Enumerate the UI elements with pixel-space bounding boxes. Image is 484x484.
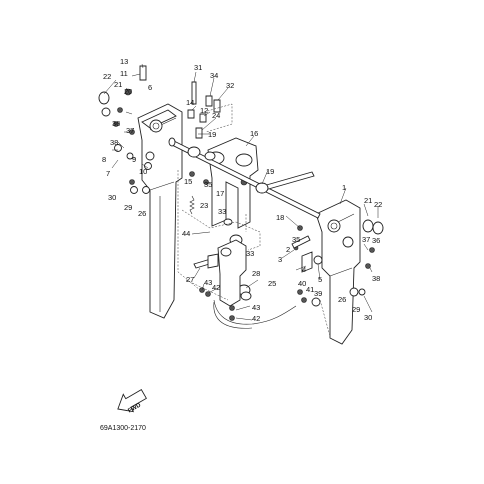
callout-29-left: 29 [124,203,132,212]
callout-26-right: 26 [338,295,346,304]
callout-39: 39 [314,289,322,298]
callout-7: 7 [106,169,110,178]
callout-21: 21 [114,80,122,89]
callout-41: 41 [306,285,314,294]
callout-29-right: 29 [352,305,360,314]
callout-30-right: 30 [364,313,372,322]
callout-38: 38 [110,138,118,147]
callout-24: 24 [212,111,220,120]
callout-42-upper: 42 [212,283,220,292]
callout-37-right: 37 [362,235,370,244]
callout-43-lower: 43 [252,303,260,312]
callout-25: 25 [268,279,276,288]
callout-38-right: 38 [372,274,380,283]
callout-36-right: 36 [372,236,380,245]
callout-23: 23 [200,201,208,210]
callout-18: 18 [276,213,284,222]
callout-10: 10 [139,167,147,176]
callout-26-left: 26 [138,209,146,218]
callout-19-right: 19 [266,167,274,176]
callout-16: 16 [250,129,258,138]
callout-37: 37 [126,126,134,135]
callout-22: 22 [103,72,111,81]
callout-30-left: 30 [108,193,116,202]
guide-lines [177,103,331,337]
callout-33-bottom: 33 [246,249,254,258]
catalog-code: 69A1300-2170 [100,425,146,432]
callout-36: 36 [112,119,120,128]
callout-35-top: 35 [204,180,212,189]
callout-12: 12 [200,106,208,115]
hose-line [213,299,297,329]
damper-unit [217,218,247,307]
callout-17: 17 [216,189,224,198]
bushings [98,91,384,301]
callout-5: 5 [318,275,322,284]
callout-31: 31 [194,63,202,72]
left-clamp-bracket [137,103,183,319]
callout-9: 9 [132,155,136,164]
callout-8: 8 [102,155,106,164]
callout-labels: 13 11 22 21 20 6 36 37 38 8 9 7 10 30 29… [102,57,382,323]
callout-11: 11 [120,69,128,78]
spring-and-rod [189,195,219,269]
callout-43-upper: 43 [204,278,212,287]
callout-22-right: 22 [374,200,382,209]
callout-6: 6 [148,83,152,92]
callout-33-top: 33 [218,207,226,216]
leader-lines [103,63,379,321]
callout-44: 44 [182,229,190,238]
callout-27: 27 [186,275,194,284]
stopper-pieces [291,235,313,273]
right-clamp-bracket [315,199,361,345]
callout-14: 14 [186,98,194,107]
callout-1: 1 [342,183,346,192]
fwd-arrow-icon: FWD [117,389,147,415]
callout-2: 2 [286,245,290,254]
callout-4: 4 [302,265,306,274]
callout-19-top: 19 [208,130,216,139]
callout-42-lower: 42 [252,314,260,323]
callout-35-right: 35 [292,235,300,244]
callout-13: 13 [120,57,128,66]
callout-28: 28 [252,269,260,278]
callout-34: 34 [210,71,218,80]
callout-32: 32 [226,81,234,90]
callout-20: 20 [124,87,132,96]
callout-3: 3 [278,255,282,264]
callout-21-right: 21 [364,196,372,205]
callout-15: 15 [184,177,192,186]
callout-40: 40 [298,279,306,288]
